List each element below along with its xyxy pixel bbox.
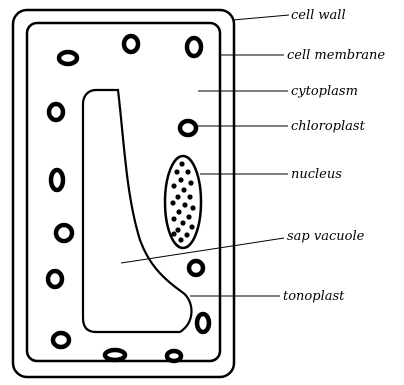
chromatin-dot-20 — [178, 237, 183, 242]
cell-membrane-label: cell membrane — [287, 48, 385, 63]
nucleus-chromatin — [170, 161, 195, 242]
cytoplasm-label: cytoplasm — [291, 84, 358, 99]
chloroplast-6 — [51, 170, 63, 190]
chromatin-dot-16 — [180, 220, 185, 225]
chromatin-dot-9 — [187, 194, 192, 199]
chromatin-dot-14 — [186, 214, 191, 219]
chloroplast-10 — [197, 314, 209, 332]
chromatin-dot-21 — [171, 231, 176, 236]
chromatin-dot-11 — [182, 202, 187, 207]
chloroplast-12 — [105, 350, 125, 360]
chloroplast-8 — [189, 261, 203, 275]
chloroplast-2 — [124, 36, 138, 52]
chromatin-dot-18 — [175, 227, 180, 232]
chloroplast-13 — [167, 351, 181, 361]
chromatin-dot-7 — [181, 187, 186, 192]
chloroplast-1 — [59, 52, 77, 64]
chloroplast-9 — [48, 271, 62, 287]
nucleus — [165, 156, 201, 248]
chromatin-dot-4 — [178, 177, 183, 182]
chromatin-dot-1 — [179, 161, 184, 166]
chromatin-dot-5 — [188, 180, 193, 185]
chromatin-dot-17 — [189, 224, 194, 229]
chloroplast-label: chloroplast — [291, 119, 366, 134]
cell-wall-leader — [233, 15, 289, 20]
cell-wall-label: cell wall — [291, 8, 346, 23]
chloroplasts — [48, 36, 209, 361]
chromatin-dot-15 — [171, 216, 176, 221]
chloroplast-3 — [187, 38, 201, 56]
sap-vacuole-tonoplast — [83, 90, 192, 332]
chloroplast-5 — [180, 121, 196, 135]
nucleus-outline — [165, 156, 201, 248]
chromatin-dot-2 — [174, 169, 179, 174]
nucleus-label: nucleus — [291, 167, 342, 182]
chromatin-dot-6 — [171, 183, 176, 188]
chromatin-dot-19 — [184, 232, 189, 237]
chromatin-dot-12 — [190, 205, 195, 210]
chloroplast-11 — [53, 333, 69, 347]
chromatin-dot-8 — [175, 194, 180, 199]
chromatin-dot-3 — [185, 169, 190, 174]
tonoplast-label: tonoplast — [283, 289, 345, 304]
chloroplast-4 — [49, 104, 63, 120]
chromatin-dot-10 — [170, 200, 175, 205]
chromatin-dot-13 — [176, 209, 181, 214]
sap-vacuole-label: sap vacuole — [287, 229, 365, 244]
chloroplast-7 — [56, 225, 72, 241]
